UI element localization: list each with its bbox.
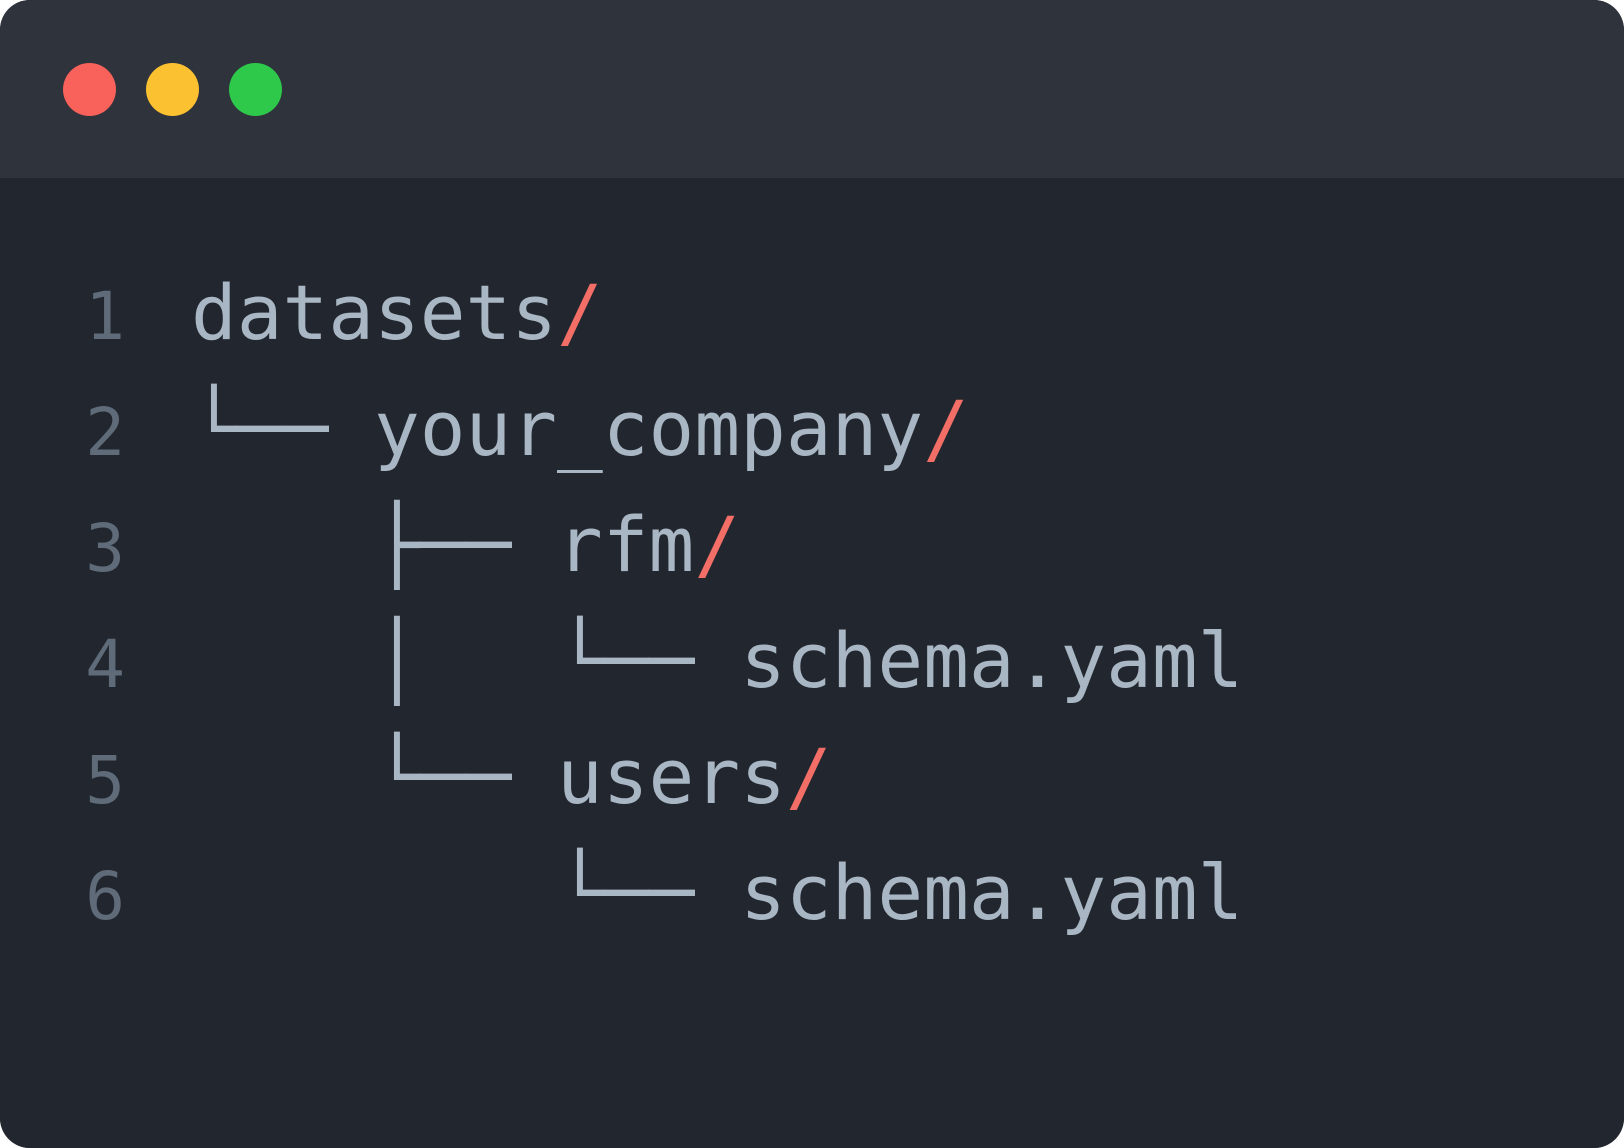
line-code: datasets/ [191, 255, 603, 371]
line-number: 1 [85, 278, 125, 355]
minimize-button[interactable] [146, 62, 199, 116]
code-line: 2 └── your_company/ [80, 371, 1624, 487]
code-editor: 1 datasets/ 2 └── your_company/ 3 ├── rf… [0, 178, 1624, 1148]
line-number: 5 [85, 742, 125, 819]
line-code: └── schema.yaml [191, 835, 1243, 951]
line-number: 6 [85, 858, 125, 935]
path-separator: / [557, 268, 603, 357]
maximize-button[interactable] [229, 62, 282, 116]
tree-text: ├── rfm [191, 500, 695, 589]
line-number: 3 [85, 510, 125, 587]
code-line: 1 datasets/ [80, 255, 1624, 371]
code-line: 4 │ └── schema.yaml [80, 603, 1624, 719]
close-button[interactable] [63, 62, 116, 116]
path-separator: / [785, 732, 832, 821]
code-line: 6 └── schema.yaml [80, 835, 1624, 951]
line-code: └── users/ [191, 719, 832, 835]
code-line: 5 └── users/ [80, 719, 1624, 835]
tree-text: └── schema.yaml [191, 848, 1244, 937]
tree-text: datasets [191, 268, 558, 357]
path-separator: / [694, 500, 741, 589]
line-number: 4 [85, 626, 125, 703]
title-bar [0, 0, 1624, 178]
path-separator: / [923, 384, 969, 473]
tree-text: └── your_company [191, 384, 924, 473]
line-code: │ └── schema.yaml [191, 603, 1243, 719]
tree-text: └── users [191, 732, 786, 821]
code-line: 3 ├── rfm/ [80, 487, 1624, 603]
line-number: 2 [85, 394, 125, 471]
tree-text: │ └── schema.yaml [191, 616, 1244, 705]
line-code: └── your_company/ [191, 371, 969, 487]
line-code: ├── rfm/ [191, 487, 740, 603]
